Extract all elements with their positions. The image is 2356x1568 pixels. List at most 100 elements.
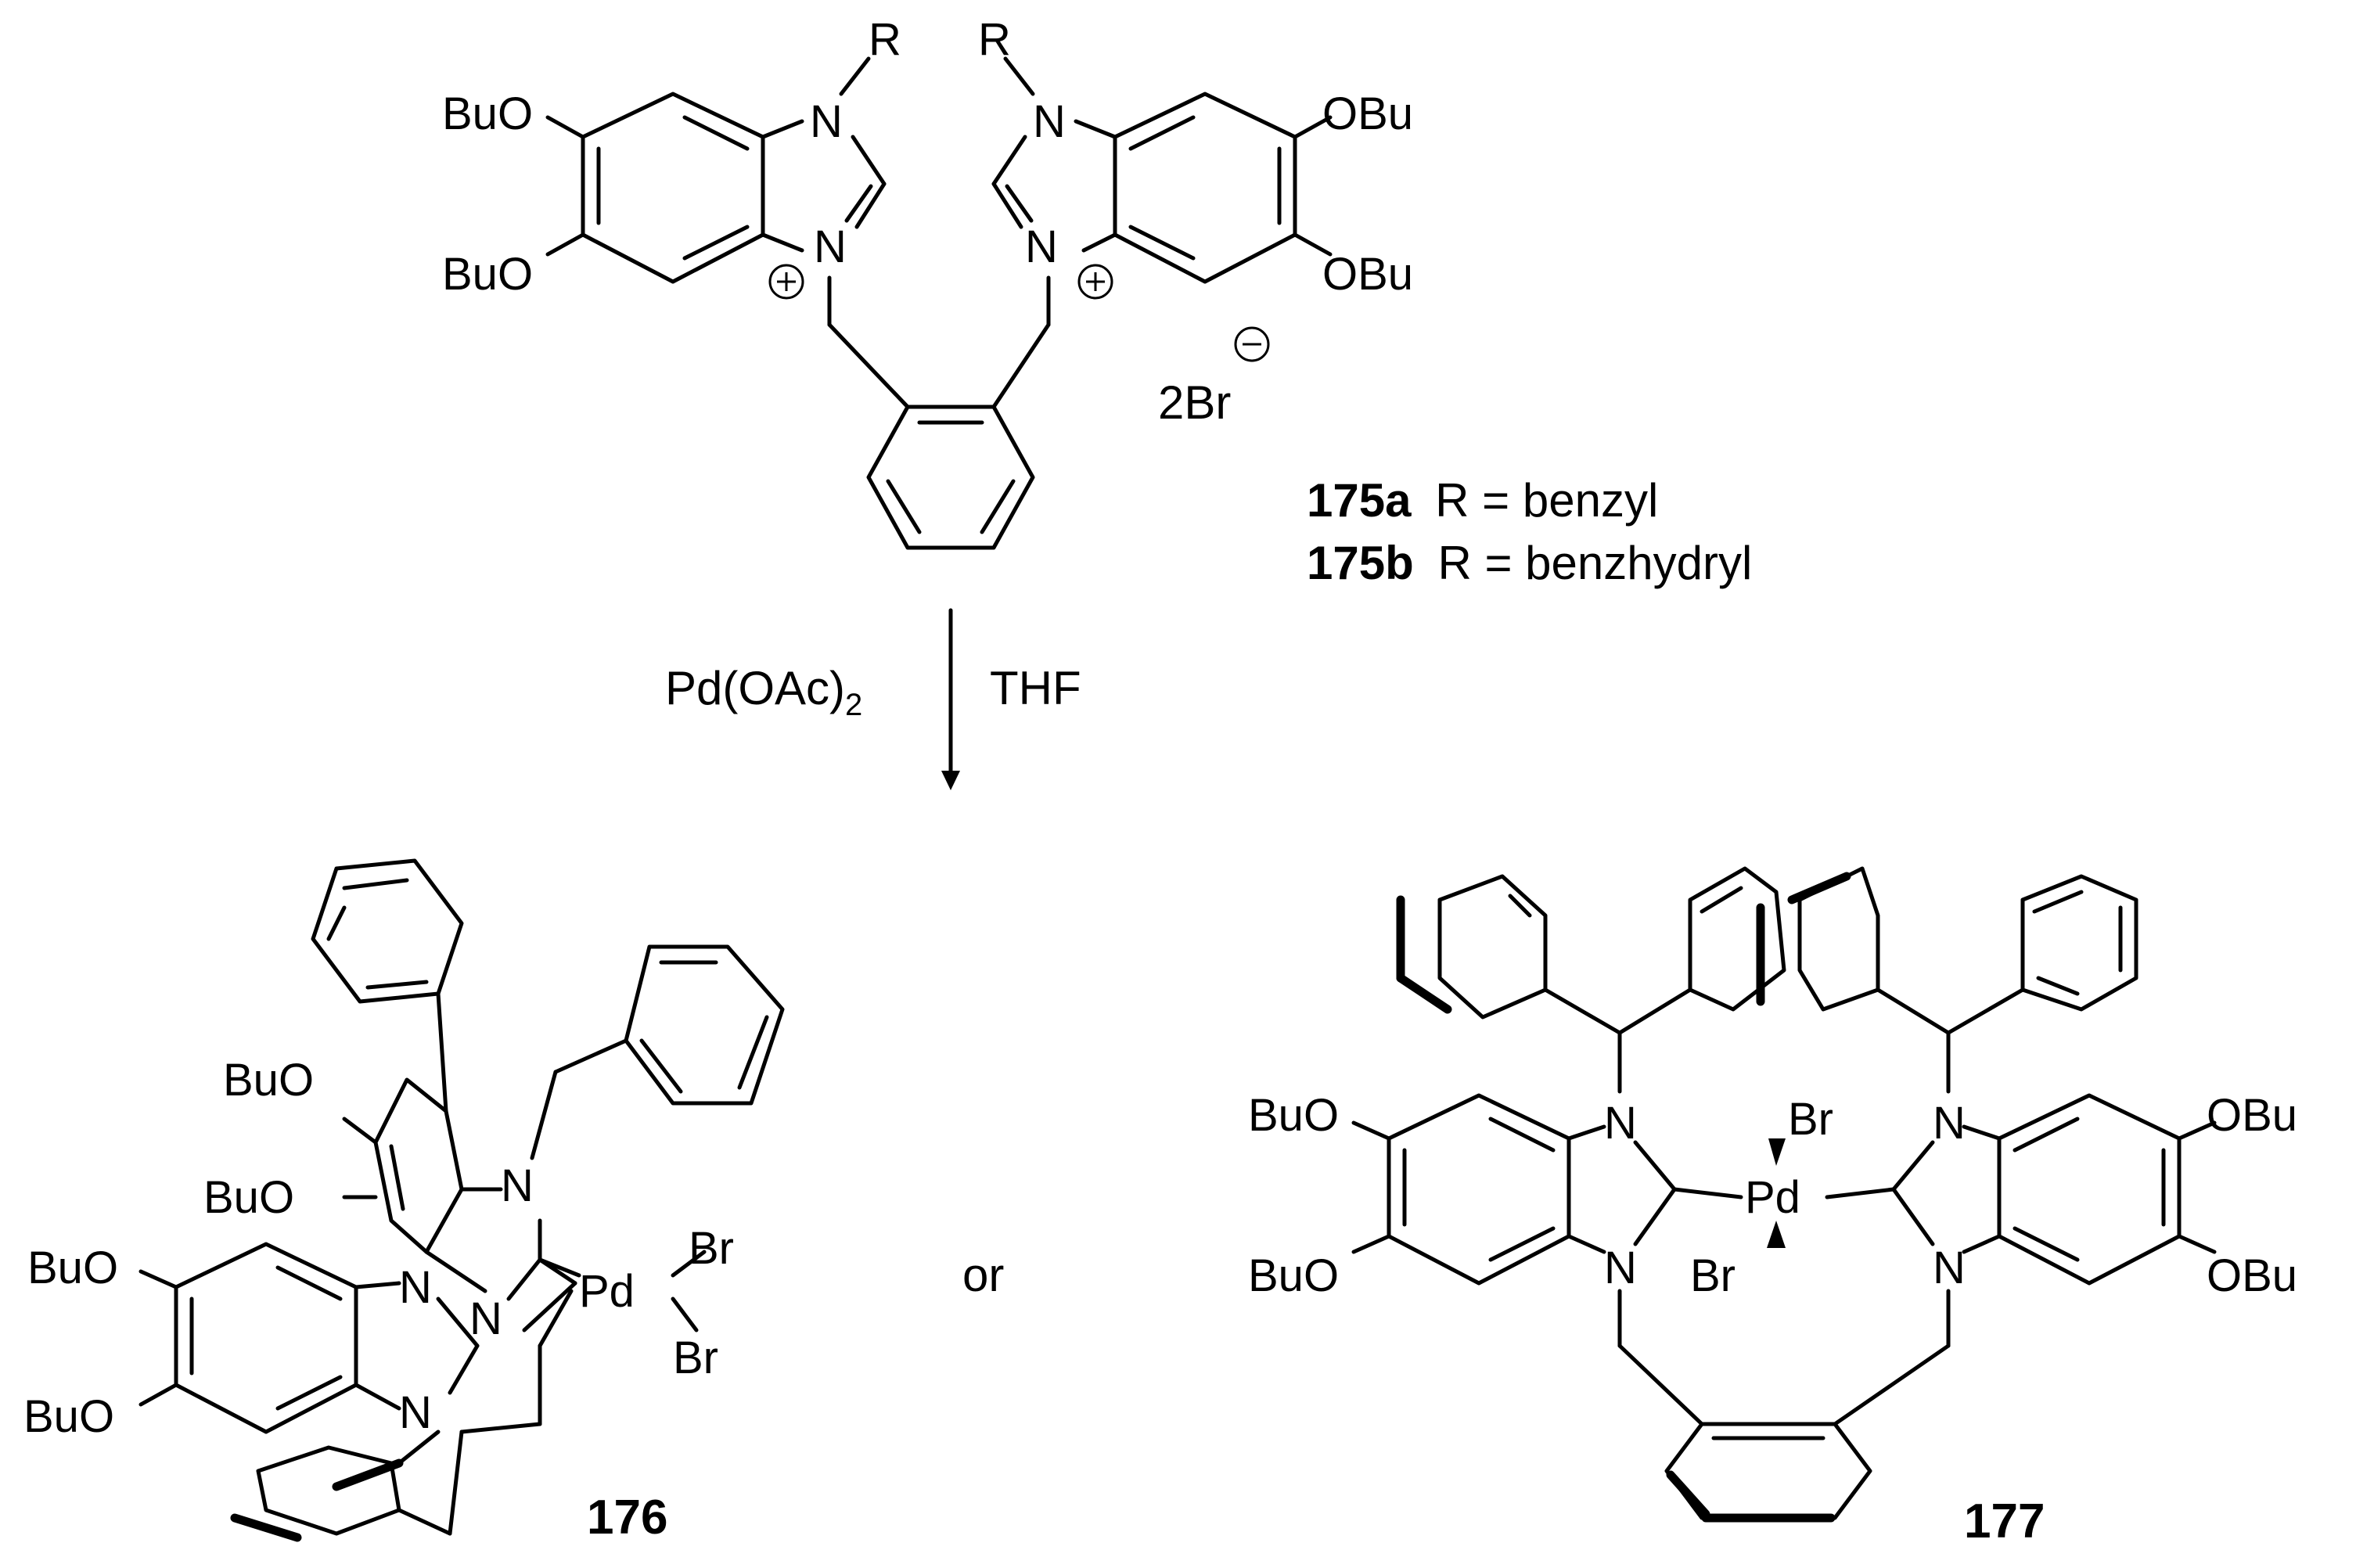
- reagent-label: Pd(OAc)2: [665, 662, 862, 722]
- butoxy-label: OBu: [1322, 88, 1413, 139]
- bond: [1962, 1124, 2002, 1141]
- bromine-label: Br: [1690, 1250, 1736, 1301]
- bond: [1891, 1187, 1935, 1246]
- butoxy-label: OBu: [2207, 1250, 2297, 1301]
- bond: [1825, 1187, 1896, 1199]
- double-bond: [2032, 890, 2084, 914]
- bond: [1005, 184, 1034, 223]
- product-177: BuO BuO OBu OBu N N N N Pd Br Br 177: [1248, 866, 2297, 1548]
- double-bond: [639, 1038, 683, 1094]
- bond: [1543, 987, 1622, 1035]
- butoxy-label: BuO: [442, 88, 533, 139]
- compound-caption-175a: 175a R = benzyl: [1307, 474, 1658, 527]
- bond: [991, 322, 1051, 409]
- bond: [436, 991, 448, 1113]
- bond: [991, 182, 1023, 229]
- phenyl-ring: [1437, 874, 1548, 1020]
- palladium-label: Pd: [1745, 1172, 1800, 1223]
- benzene-ring: [1387, 1093, 1571, 1286]
- butoxy-label: BuO: [203, 1172, 294, 1223]
- right-ring-double-bond: [1128, 115, 1196, 151]
- double-bond: [737, 1015, 769, 1090]
- bond: [538, 1257, 581, 1278]
- nitrogen-label: N: [399, 1387, 432, 1438]
- bold-bond: [332, 1458, 404, 1491]
- left-ring-double-bond: [682, 225, 750, 261]
- butoxy-label: OBu: [1322, 249, 1413, 300]
- double-bond: [1488, 1226, 1556, 1262]
- bond: [761, 119, 804, 139]
- product-176: BuO BuO BuO BuO N N N N Pd Br Br 176: [23, 858, 785, 1545]
- bond: [1293, 232, 1333, 257]
- bromine-label: Br: [689, 1223, 734, 1274]
- bond: [1633, 1140, 1677, 1192]
- double-bond: [365, 980, 429, 990]
- nitrogen-label: N: [1025, 221, 1058, 272]
- bond: [2177, 1120, 2217, 1141]
- xylylene-ring: [256, 1445, 401, 1536]
- nitrogen-label: N: [501, 1160, 534, 1211]
- reactant-175: BuO BuO OBu OBu N N N N R R 2Br 175a R: [442, 14, 1752, 589]
- bond: [671, 1250, 707, 1278]
- bond: [538, 1289, 574, 1348]
- bond: [436, 1296, 480, 1348]
- nitrogen-label: N: [1933, 1098, 1966, 1149]
- bond: [545, 232, 585, 257]
- nitrogen-label: N: [814, 221, 847, 272]
- bond: [553, 1038, 628, 1074]
- bond: [459, 1422, 542, 1434]
- double-bond: [275, 1375, 343, 1411]
- bond: [397, 1508, 452, 1536]
- compound-label-176: 176: [587, 1491, 667, 1545]
- bond: [545, 115, 585, 139]
- butoxy-label: BuO: [442, 249, 533, 300]
- butoxy-label: BuO: [223, 1055, 314, 1106]
- bond: [1074, 119, 1117, 139]
- bond: [761, 232, 804, 253]
- r-group-label: R: [978, 14, 1011, 65]
- bond: [506, 1257, 542, 1301]
- wedge-bond: [1767, 1221, 1786, 1248]
- benzene-ring: [174, 1242, 358, 1434]
- bond: [844, 184, 873, 223]
- bond: [854, 182, 887, 229]
- r-group-label: R: [869, 14, 901, 65]
- left-ring-double-bond: [682, 115, 750, 151]
- reaction-arrow: [941, 608, 960, 790]
- bond: [1566, 1124, 1606, 1141]
- double-bond: [275, 1265, 343, 1301]
- butoxy-label: BuO: [1248, 1250, 1339, 1301]
- butoxy-label: BuO: [1248, 1090, 1339, 1141]
- phenyl-ring: [1797, 866, 1880, 1012]
- bond: [671, 1296, 699, 1332]
- bromine-label: Br: [673, 1332, 718, 1383]
- solvent-label: THF: [990, 662, 1081, 714]
- double-bond: [1488, 1117, 1556, 1153]
- bold-bond: [230, 1513, 302, 1542]
- butoxy-label: BuO: [23, 1391, 114, 1442]
- bond: [448, 1430, 464, 1536]
- xylylene-double-bond: [980, 479, 1016, 534]
- phenyl-ring: [1688, 866, 1786, 1012]
- negative-charge-icon: [1234, 326, 1270, 362]
- palladium-label: Pd: [579, 1266, 635, 1317]
- nitrogen-label: N: [1604, 1098, 1637, 1149]
- bond: [2177, 1234, 2217, 1254]
- nitrogen-label: N: [1033, 96, 1066, 147]
- bond: [827, 322, 910, 409]
- or-text: or: [962, 1249, 1004, 1301]
- bond: [1566, 1234, 1606, 1254]
- bold-bond: [1666, 1470, 1710, 1519]
- phenyl-ring: [2020, 874, 2138, 1012]
- bond: [342, 1117, 378, 1145]
- bond: [1962, 1234, 2002, 1254]
- left-benzene-ring: [581, 92, 765, 284]
- bond: [1293, 115, 1333, 139]
- nitrogen-label: N: [469, 1293, 502, 1344]
- bond: [991, 135, 1027, 186]
- benzene-ring: [1997, 1093, 2182, 1286]
- bond: [1617, 1343, 1704, 1426]
- positive-charge-icon: [1077, 264, 1113, 300]
- double-bond: [1700, 886, 1743, 914]
